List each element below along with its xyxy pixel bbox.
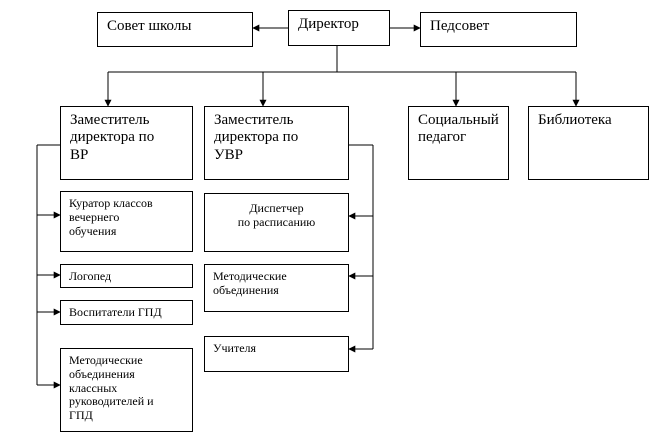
teachers-council-box: Педсовет [420, 12, 577, 47]
school-council-box: Совет школы [97, 12, 253, 47]
library-box: Библиотека [528, 106, 649, 180]
deputy-uvr-box: Заместитель директора по УВР [204, 106, 349, 180]
social-pedagogue-box: Социальный педагог [408, 106, 509, 180]
scheduler-box: Диспетчер по расписанию [204, 193, 349, 252]
speech-therapist-box: Логопед [60, 264, 193, 288]
teachers-box: Учителя [204, 336, 349, 372]
curator-box: Куратор классов вечернего обучения [60, 191, 193, 252]
gpd-tutors-box: Воспитатели ГПД [60, 300, 193, 325]
method-assoc-box: Методические объединения [204, 264, 349, 312]
deputy-vr-box: Заместитель директора по ВР [60, 106, 193, 180]
director-box: Директор [288, 10, 390, 46]
method-assoc-class-box: Методические объединения классных руково… [60, 348, 193, 432]
